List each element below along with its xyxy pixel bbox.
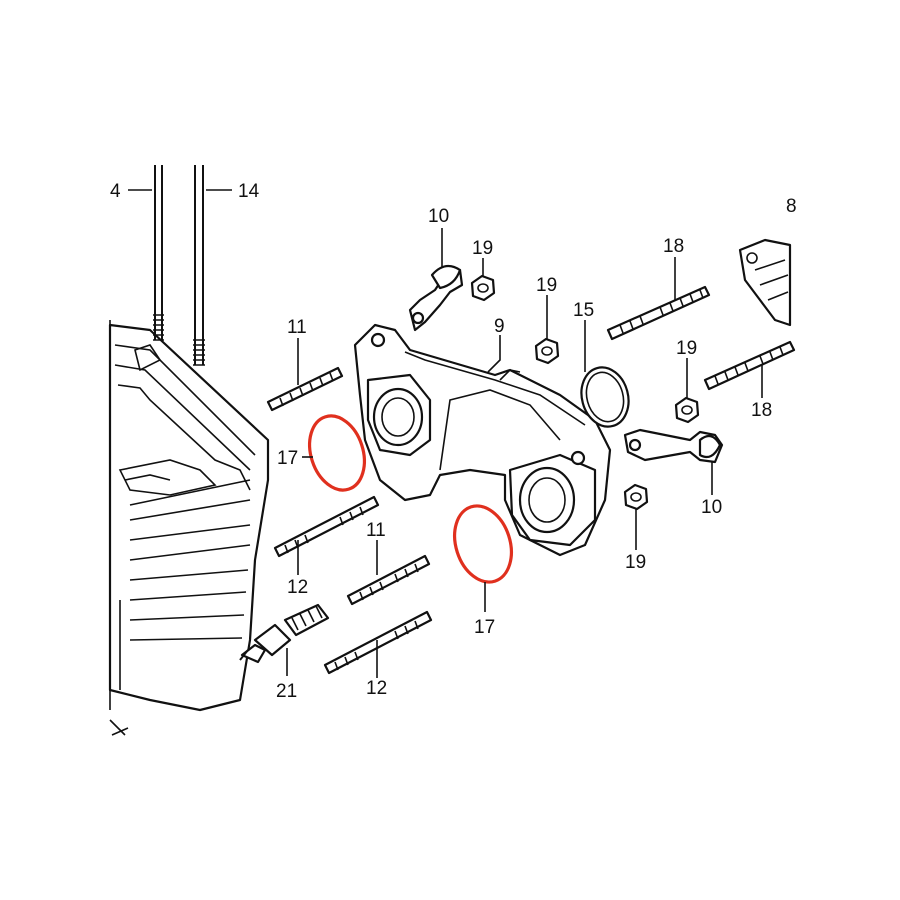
callout-17-left: 17 xyxy=(277,448,298,469)
stud-18-top xyxy=(606,285,711,341)
callout-21: 21 xyxy=(276,681,297,702)
callout-18-top: 18 xyxy=(663,236,684,257)
callout-17-bottom: 17 xyxy=(474,617,495,638)
gasket-17-bottom xyxy=(453,504,513,584)
gasket-15 xyxy=(580,366,630,428)
stud-12-left xyxy=(273,495,380,558)
callout-11-mid: 11 xyxy=(366,520,386,541)
callout-15: 15 xyxy=(573,300,594,321)
callout-19-c: 19 xyxy=(676,338,697,359)
callout-10-bottom: 10 xyxy=(701,497,722,518)
callout-11-top: 11 xyxy=(287,317,307,338)
callout-labels: 4 14 10 19 19 18 11 9 15 19 18 17 10 11 … xyxy=(110,181,797,702)
clamp-10-right xyxy=(623,428,724,464)
nut-19-a xyxy=(470,274,496,302)
stud-11-top xyxy=(266,366,344,412)
callout-19-b: 19 xyxy=(536,275,557,296)
callout-4: 4 xyxy=(110,181,121,202)
callout-9: 9 xyxy=(494,316,505,337)
callout-8-partial: 8 xyxy=(786,196,797,217)
stud-11-mid xyxy=(346,554,431,606)
long-stud-4 xyxy=(153,165,164,341)
gasket-17-left xyxy=(308,414,366,492)
callout-19-d: 19 xyxy=(625,552,646,573)
callout-14: 14 xyxy=(238,181,260,202)
exhaust-flange-partial xyxy=(738,238,792,327)
stud-12-bottom xyxy=(323,610,433,675)
spark-plug-21 xyxy=(239,603,330,664)
exhaust-manifold xyxy=(353,323,612,557)
nut-19-c xyxy=(674,396,700,424)
nut-19-d xyxy=(623,483,649,511)
long-stud-14 xyxy=(193,165,205,366)
callout-18-right: 18 xyxy=(751,400,772,421)
callout-10-top: 10 xyxy=(428,206,449,227)
callout-12-bottom: 12 xyxy=(366,678,387,699)
stud-18-right xyxy=(703,340,796,391)
nut-19-b xyxy=(534,337,560,365)
cylinder-head xyxy=(108,320,270,736)
clamp-10-top xyxy=(408,264,464,332)
callout-19-a: 19 xyxy=(472,238,493,259)
leader-lines xyxy=(128,189,763,678)
callout-12-left: 12 xyxy=(287,577,308,598)
